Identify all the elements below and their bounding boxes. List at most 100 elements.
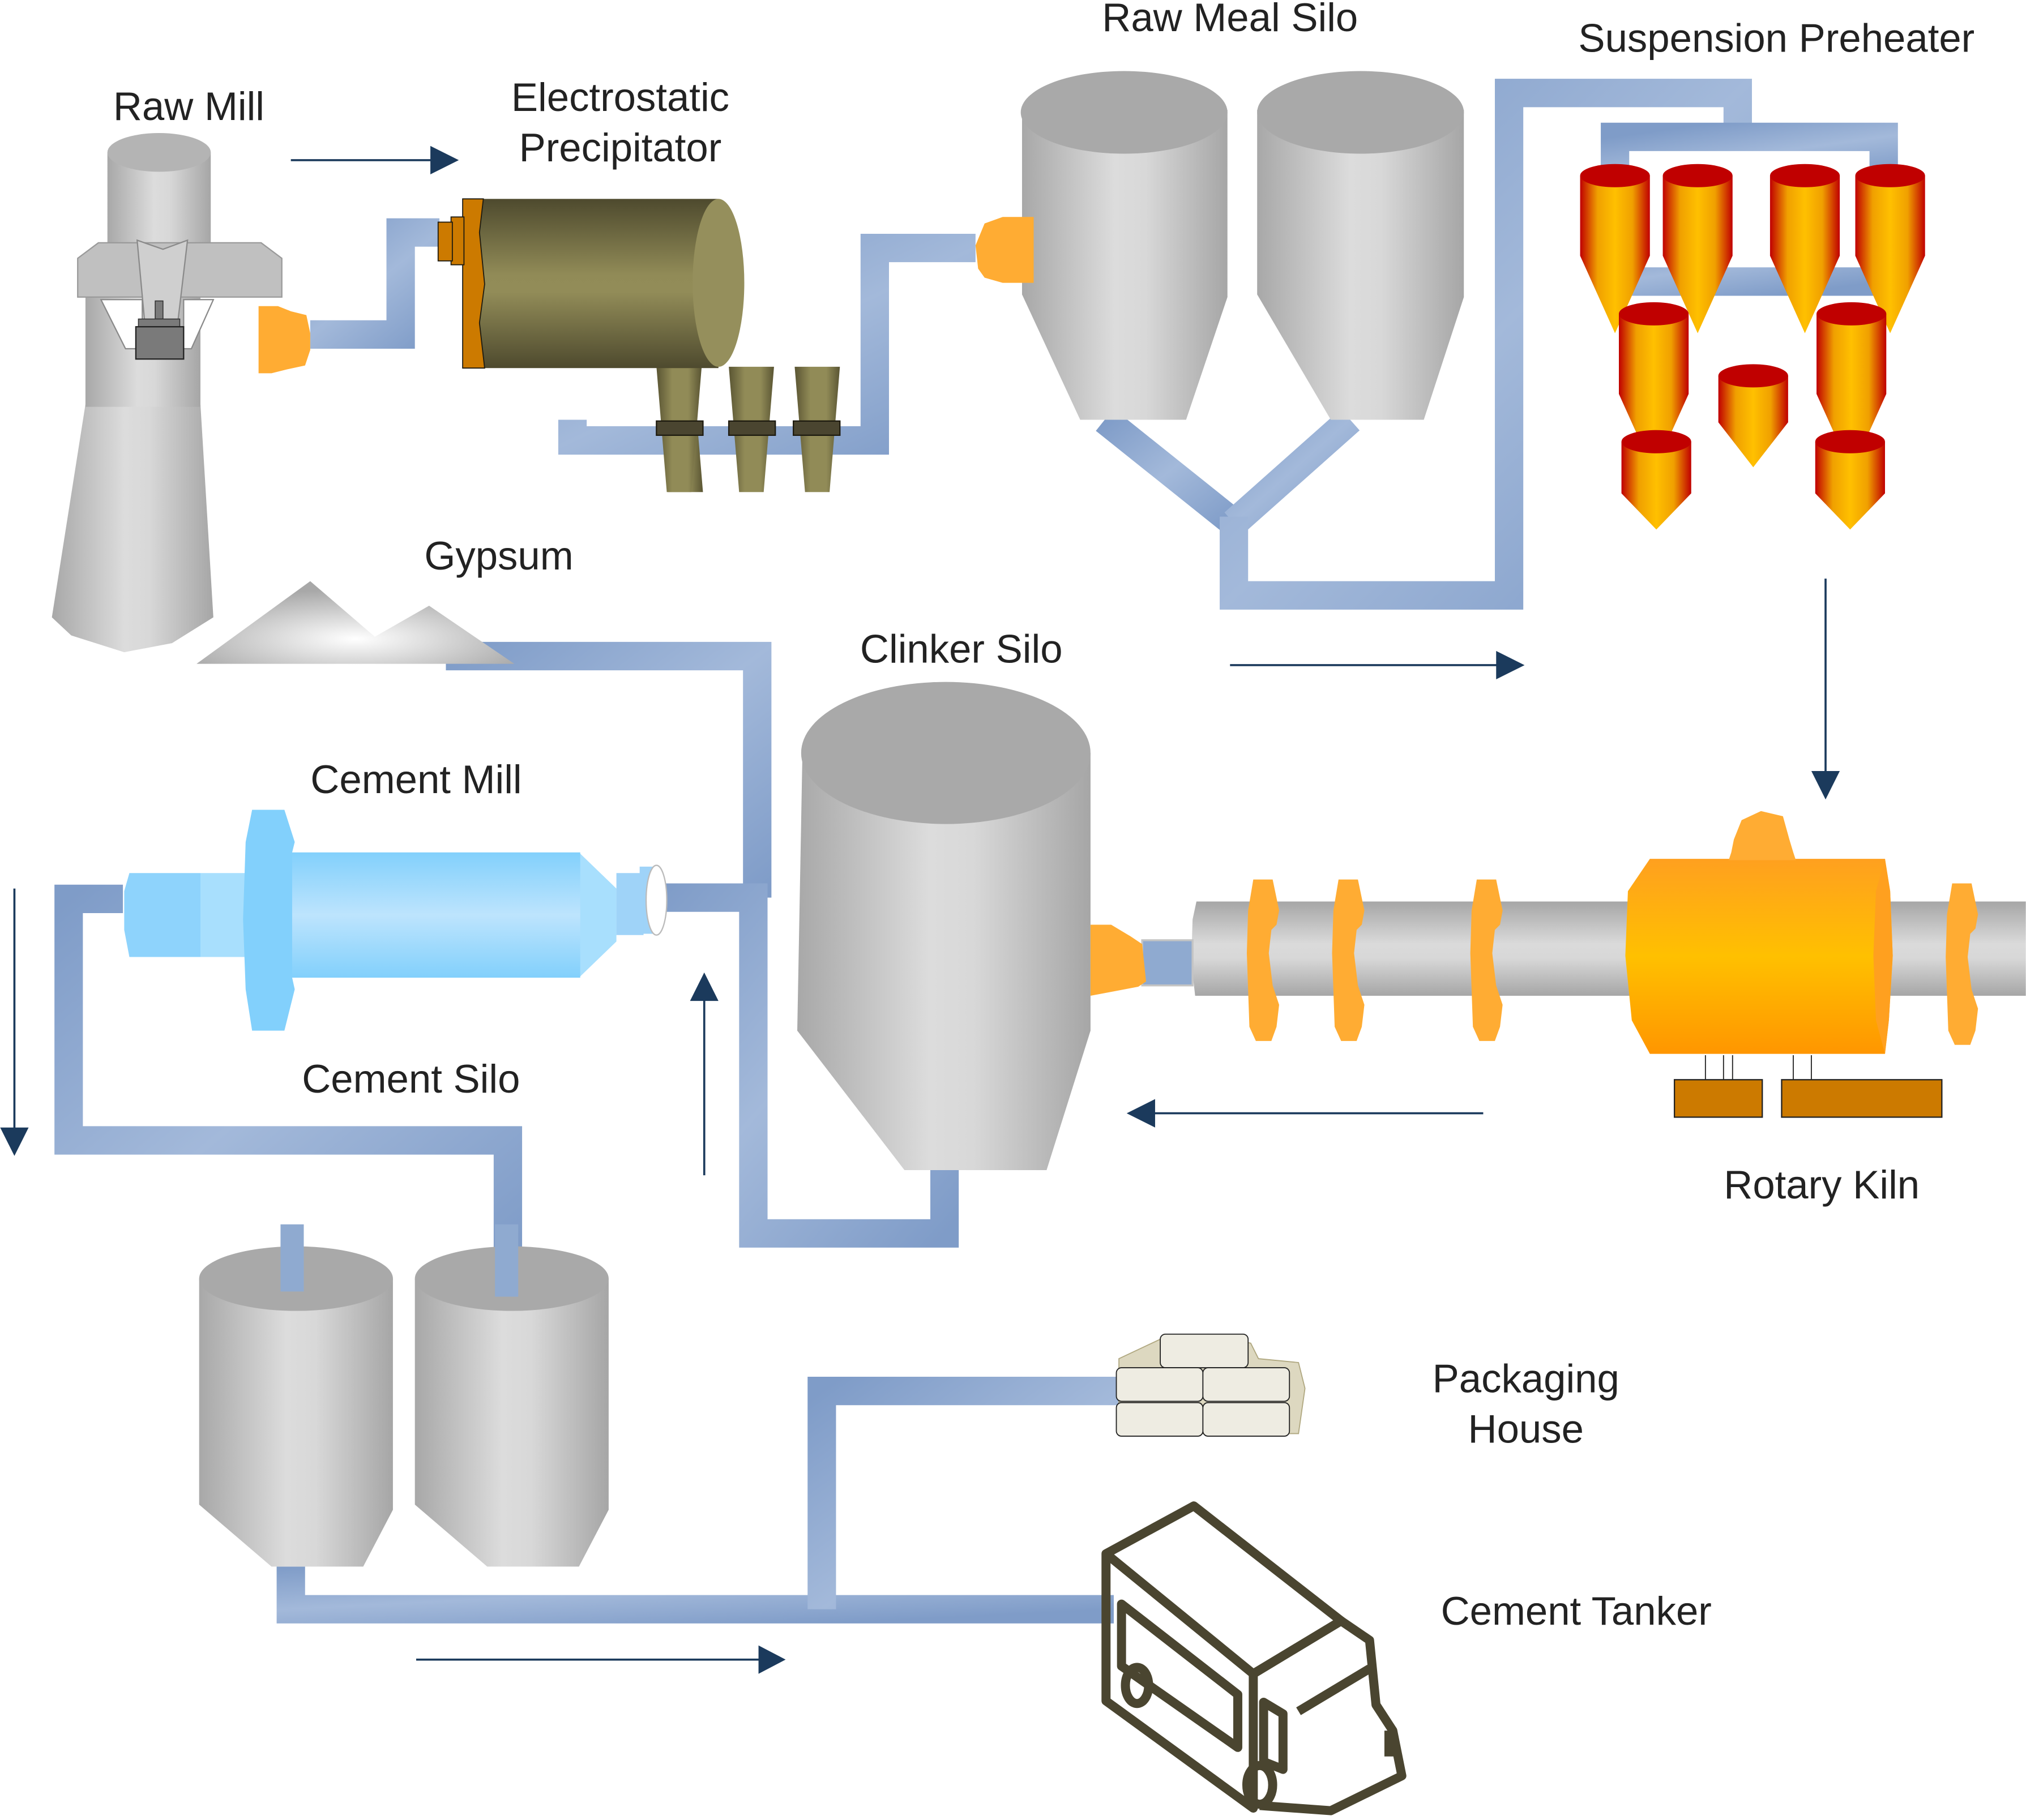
label-precipitator-line1: Electrostatic (511, 75, 729, 119)
raw-meal-silo-left (1020, 71, 1228, 420)
rotary-kiln[interactable] (1141, 811, 2026, 1118)
raw-meal-silo-right (1257, 71, 1464, 420)
raw-mill-base (52, 404, 213, 653)
cement-mill-drum (284, 852, 580, 978)
tanker-cab-windshield (1296, 1664, 1372, 1715)
cement-silo[interactable] (199, 1224, 609, 1567)
label-suspension-preheater: Suspension Preheater (1578, 15, 1974, 60)
tanker-cab-door (1259, 1697, 1288, 1774)
arrow-kiln-to-clinker-silo (1126, 1099, 1484, 1128)
cyclone-8 (1621, 430, 1691, 530)
cement-mill-left-end (200, 873, 253, 957)
cyclone-3 (1769, 164, 1840, 333)
raw-mill-top-cap (107, 132, 211, 172)
pipe-raw-meal-to-preheater (1220, 79, 1752, 610)
bag-mid-left (1115, 1367, 1204, 1402)
cement-silo-left (199, 1224, 393, 1567)
clinker-silo[interactable] (797, 682, 1146, 1170)
cyclone-9 (1815, 430, 1885, 530)
raw-mill[interactable] (52, 132, 310, 653)
precipitator-hopper-band-3 (793, 420, 841, 436)
cyclone-7 (1718, 364, 1788, 468)
bag-mid-right (1202, 1367, 1290, 1402)
kiln-tyre-2 (1332, 879, 1365, 1041)
arrow-raw-meal-to-preheater (1230, 650, 1525, 680)
cement-mill-girth-gear (243, 810, 295, 1031)
tanker-container-top-edge (1103, 1550, 1256, 1677)
arrow-raw-mill-to-precipitator (290, 145, 459, 174)
cement-mill-outlet-opening (645, 864, 668, 936)
suspension-preheater[interactable] (1580, 164, 1925, 530)
kiln-hood-rim (1873, 859, 1893, 1054)
pipe-precipitator-to-raw-meal-silo (558, 233, 976, 455)
label-raw-meal-silo: Raw Meal Silo (1102, 0, 1358, 40)
cyclone-4 (1855, 164, 1925, 333)
flow-arrows (0, 145, 1840, 1674)
kiln-hood-inlet (1728, 811, 1796, 860)
label-cement-tanker: Cement Tanker (1441, 1588, 1712, 1633)
precipitator-body (479, 199, 719, 369)
pipe-preheater-top-manifold (1601, 122, 1898, 174)
raw-mill-motor (135, 326, 185, 360)
cement-tanker[interactable] (1101, 1501, 1407, 1815)
tanker-wheel-rear (1121, 1663, 1153, 1708)
label-precipitator-line2: Precipitator (519, 125, 722, 170)
bag-bottom-right (1202, 1402, 1290, 1437)
pipe-cement-silo-outlets (276, 1566, 1114, 1624)
pipe-preheater-mid-manifold (1601, 245, 1898, 296)
kiln-support-legs (1704, 1055, 1812, 1082)
packaging-house[interactable] (1115, 1333, 1306, 1437)
raw-meal-silo-inlet-connector (975, 217, 1034, 283)
label-packaging-house-line2: House (1468, 1406, 1584, 1451)
pipe-raw-mill-to-precipitator (310, 218, 440, 349)
kiln-inlet-pipe (1141, 939, 1194, 987)
label-rotary-kiln: Rotary Kiln (1724, 1162, 1920, 1207)
cement-mill-right-cone (579, 852, 617, 978)
raw-mill-shaft (155, 300, 164, 320)
cement-mill-right-collar (616, 873, 644, 935)
tanker-container (1101, 1501, 1346, 1813)
precipitator-inlet-step-1 (450, 216, 465, 265)
electrostatic-precipitator[interactable] (437, 198, 841, 493)
kiln-support-base-2 (1781, 1079, 1943, 1118)
arrow-cement-silo-to-dispatch (416, 1645, 786, 1674)
pipe-raw-meal-silo-left-outlet (1096, 408, 1243, 534)
precipitator-hoppers (656, 366, 841, 493)
arrow-clinker-to-cement-mill (690, 972, 719, 1176)
kiln-tyre-4 (1946, 883, 1978, 1045)
pipe-raw-meal-silo-right-outlet (1224, 409, 1360, 534)
gypsum-pile[interactable] (196, 581, 515, 664)
tanker-side-panel (1117, 1599, 1242, 1752)
kiln-tyre-3 (1470, 879, 1503, 1041)
label-raw-mill: Raw Mill (113, 84, 264, 129)
labels: Raw Mill Electrostatic Precipitator Raw … (113, 0, 1974, 1633)
label-packaging-house-line1: Packaging (1433, 1356, 1619, 1401)
tanker-cab (1251, 1616, 1407, 1815)
raw-mill-outlet-connector (258, 306, 310, 374)
tanker-wheel-front (1242, 1761, 1277, 1809)
raw-meal-silo[interactable] (975, 71, 1464, 420)
pipe-gypsum-to-cement-mill (446, 641, 772, 898)
arrow-cement-mill-to-cement-silo (0, 888, 29, 1156)
pipe-to-packaging-house (807, 1377, 1125, 1609)
precipitator-end-cap (693, 199, 745, 367)
precipitator-hopper-band-2 (728, 420, 776, 436)
cyclone-2 (1662, 164, 1733, 333)
clinker-silo-outlet-connector (1090, 924, 1146, 996)
precipitator-inlet-step-2 (437, 221, 453, 262)
cyclone-1 (1580, 164, 1650, 333)
kiln-firing-hood (1625, 859, 1893, 1054)
cement-mill[interactable] (124, 810, 668, 1031)
kiln-tyre-1 (1246, 879, 1279, 1041)
pipe-clinker-silo-to-cement-mill (652, 883, 959, 1248)
label-cement-silo: Cement Silo (302, 1056, 520, 1101)
label-cement-mill: Cement Mill (310, 757, 522, 802)
cement-silo-right (414, 1224, 609, 1567)
kiln-tube (1191, 901, 2026, 996)
label-gypsum: Gypsum (424, 533, 573, 578)
bag-top (1160, 1333, 1249, 1368)
precipitator-inlet-flange (462, 198, 485, 369)
cement-mill-left-collar (124, 873, 204, 957)
